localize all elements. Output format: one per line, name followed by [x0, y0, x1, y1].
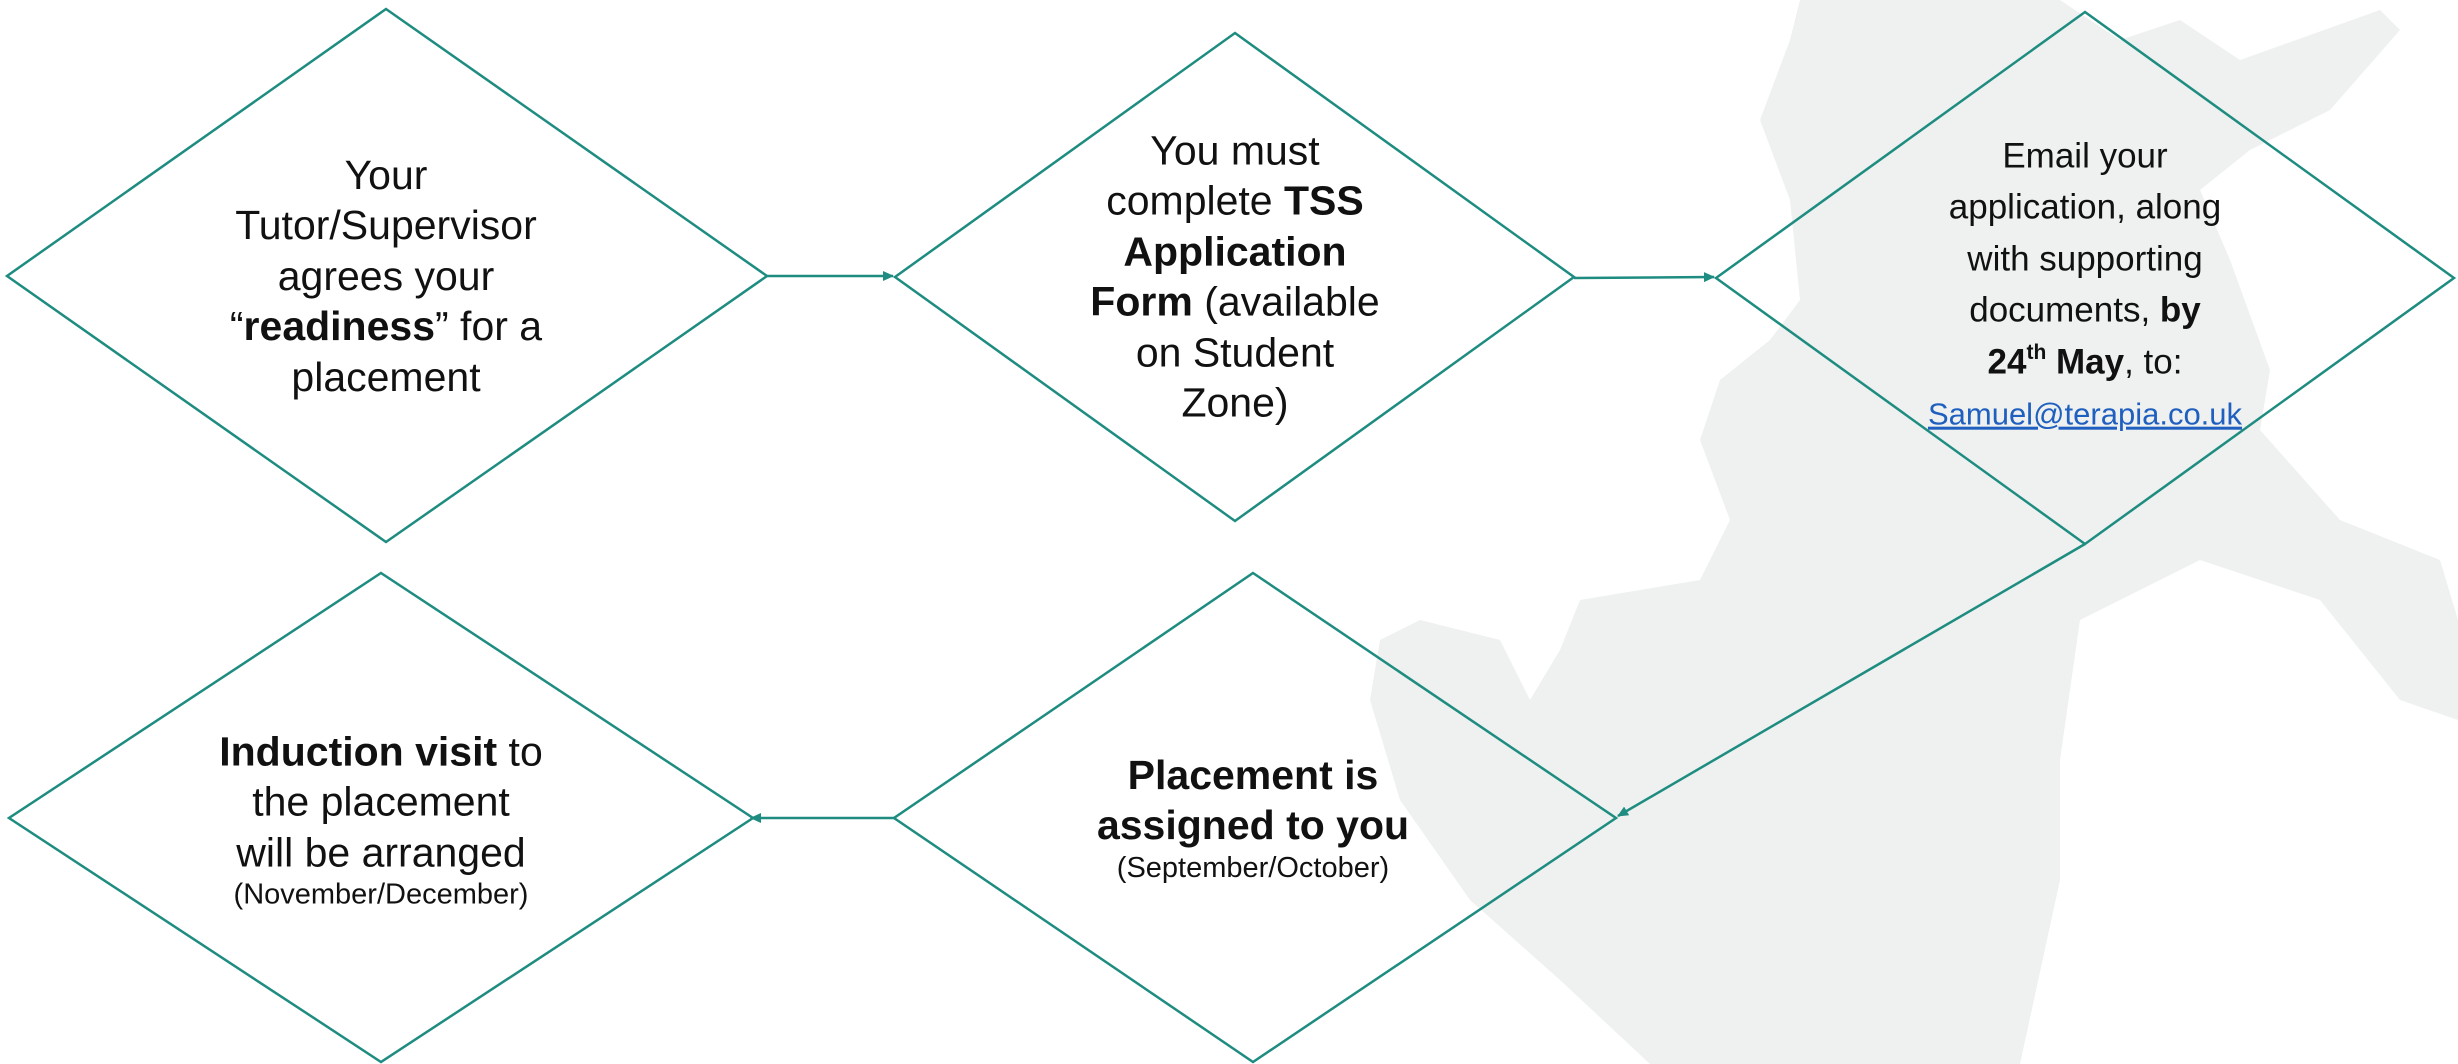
- step-form-line: Zone): [1181, 379, 1289, 426]
- step-email-line: Samuel@terapia.co.uk: [1928, 388, 2242, 439]
- step-email-text: Email your application, along with suppo…: [1928, 131, 2242, 440]
- step-form-line: complete TSS: [1106, 178, 1364, 225]
- email-link[interactable]: Samuel@terapia.co.uk: [1927, 396, 2243, 432]
- step-form-line: Form (available: [1090, 279, 1380, 325]
- step-assigned-text: Placement is assigned to you (September/…: [1097, 750, 1409, 887]
- step-induction-dates: (November/December): [233, 878, 529, 911]
- step-readiness-line: agrees your: [277, 252, 495, 299]
- step-email-line: with supporting: [1967, 239, 2203, 279]
- step-readiness-line: Your: [344, 151, 428, 198]
- step-induction-text: Induction visit to the placement will be…: [219, 727, 543, 914]
- step-readiness-text: Your Tutor/Supervisor agrees your “readi…: [230, 150, 542, 402]
- step-readiness-line: Tutor/Supervisor: [235, 202, 537, 249]
- step-email-line: application, along: [1948, 188, 2222, 228]
- step-readiness-line: “readiness” for a: [229, 303, 543, 350]
- step-induction-line: the placement: [252, 778, 510, 825]
- step-assigned-line: assigned to you: [1096, 802, 1410, 849]
- step-application-form-text: You must complete TSS Application Form (…: [1090, 126, 1379, 429]
- step-induction-line: Induction visit to: [219, 728, 543, 775]
- step-induction-line: will be arranged: [236, 829, 526, 876]
- step-form-line: on Student: [1135, 329, 1335, 376]
- step-email-line: Email your: [2002, 136, 2168, 176]
- step-readiness-line: placement: [291, 353, 481, 400]
- step-assigned-diamond: [891, 571, 1619, 1064]
- step-assigned-dates: (September/October): [1116, 851, 1390, 884]
- step-readiness-diamond: [4, 7, 770, 544]
- step-form-line: You must: [1150, 127, 1320, 174]
- step-application-form-diamond: [892, 31, 1577, 523]
- step-assigned-line: Placement is: [1127, 751, 1379, 798]
- step-induction-diamond: [6, 571, 756, 1064]
- arrow-email-to-assigned: [1617, 542, 2086, 818]
- step-email-line: documents, by: [1969, 291, 2201, 330]
- arrow-form-to-email: [1573, 272, 1715, 283]
- step-email-line: 24th May, to:: [1987, 340, 2183, 382]
- step-form-line: Application: [1123, 228, 1347, 275]
- background-runner-silhouette: [1370, 0, 2458, 1064]
